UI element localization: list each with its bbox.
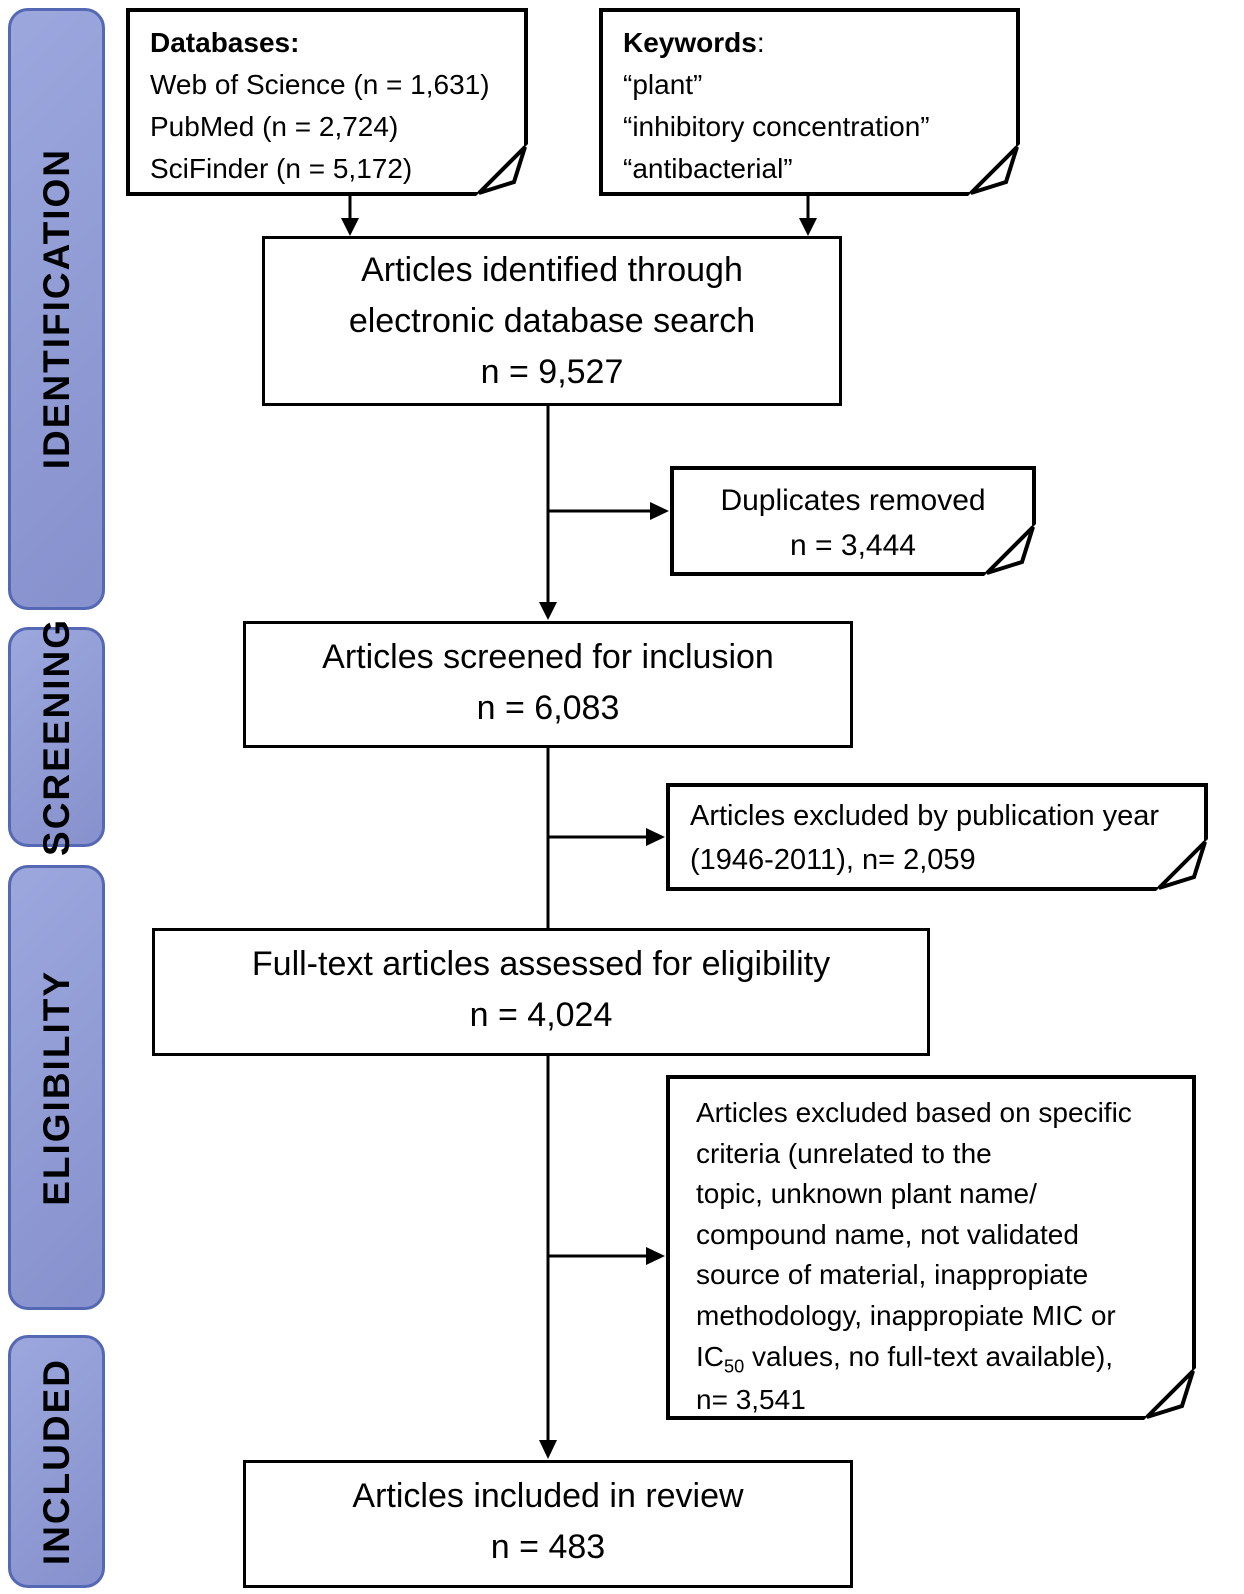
note-databases-line: PubMed (n = 2,724) bbox=[150, 111, 399, 142]
note-duplicates-count: n = 3,444 bbox=[790, 529, 916, 562]
note-criteria-line: Articles excluded based on specific bbox=[696, 1097, 1132, 1128]
flow-box-identified-count: n = 9,527 bbox=[480, 353, 624, 391]
note-keywords-line: “inhibitory concentration” bbox=[623, 111, 930, 142]
arrowhead-right-icon bbox=[646, 828, 665, 846]
note-criteria-line: criteria (unrelated to the bbox=[696, 1137, 992, 1169]
note-criteria-line: topic, unknown plant name/ bbox=[696, 1178, 1037, 1210]
note-keywords: Keywords: “plant” “inhibitory concentrat… bbox=[599, 8, 1020, 196]
note-keywords-title: Keywords: bbox=[623, 27, 765, 58]
note-keywords-line: “antibacterial” bbox=[623, 153, 793, 184]
note-databases: Databases: Web of Science (n = 1,631) Pu… bbox=[126, 8, 528, 196]
flow-box-screened-line: Articles screened for inclusion bbox=[322, 638, 774, 676]
note-publication-year-excluded: Articles excluded by publication year (1… bbox=[666, 783, 1208, 891]
stage-label-eligibility: ELIGIBILITY bbox=[35, 969, 77, 1206]
note-databases-title: Databases: bbox=[150, 27, 300, 58]
stage-panel-eligibility: ELIGIBILITY bbox=[8, 865, 105, 1310]
ic50-subscript: 50 bbox=[724, 1356, 745, 1377]
note-criteria-line: source of material, inappropiate bbox=[696, 1259, 1089, 1291]
note-duplicates-removed: Duplicates removed n = 3,444 bbox=[670, 466, 1036, 576]
stage-panel-identification: IDENTIFICATION bbox=[8, 8, 105, 610]
note-keywords-line: “plant” bbox=[623, 69, 703, 100]
stage-label-identification: IDENTIFICATION bbox=[35, 148, 77, 470]
flow-box-fulltext-count: n = 4,024 bbox=[469, 996, 613, 1034]
note-duplicates-line: Duplicates removed bbox=[720, 484, 986, 517]
arrowhead-down-icon bbox=[539, 602, 557, 620]
flow-box-fulltext: Full-text articles assessed for eligibil… bbox=[152, 928, 930, 1056]
arrowhead-right-icon bbox=[646, 1247, 665, 1265]
arrowhead-down-icon bbox=[799, 218, 817, 236]
flow-box-screened-count: n = 6,083 bbox=[476, 689, 620, 727]
note-criteria-ic50-line: IC50 values, no full-text available), bbox=[696, 1340, 1114, 1377]
flow-box-identified-line: Articles identified through bbox=[361, 251, 743, 289]
note-databases-line: Web of Science (n = 1,631) bbox=[150, 69, 490, 100]
note-criteria-line: methodology, inappropiate MIC or bbox=[696, 1299, 1116, 1331]
stage-panel-included: INCLUDED bbox=[8, 1335, 105, 1588]
note-criteria-line: compound name, not validated bbox=[696, 1218, 1079, 1250]
note-databases-line: SciFinder (n = 5,172) bbox=[150, 153, 413, 184]
stage-label-screening: SCREENING bbox=[35, 618, 77, 856]
note-year-line: Articles excluded by publication year bbox=[690, 800, 1160, 832]
note-criteria-excluded: Articles excluded based on specific crit… bbox=[666, 1075, 1196, 1420]
flow-box-screened: Articles screened for inclusion n = 6,08… bbox=[243, 621, 853, 748]
stage-panel-screening: SCREENING bbox=[8, 618, 105, 856]
flow-box-included-line: Articles included in review bbox=[352, 1477, 744, 1515]
arrowhead-right-icon bbox=[650, 502, 669, 520]
note-year-line: (1946-2011), n= 2,059 bbox=[690, 843, 976, 876]
flow-box-included-count: n = 483 bbox=[490, 1528, 606, 1566]
flow-box-fulltext-line: Full-text articles assessed for eligibil… bbox=[251, 945, 831, 983]
note-criteria-count: n= 3,541 bbox=[696, 1383, 806, 1415]
flow-box-identified-line: electronic database search bbox=[348, 302, 756, 340]
flow-box-identified: Articles identified through electronic d… bbox=[262, 236, 842, 406]
arrowhead-down-icon bbox=[341, 218, 359, 236]
arrowhead-down-icon bbox=[539, 1440, 557, 1459]
stage-label-included: INCLUDED bbox=[35, 1357, 77, 1566]
flow-box-included: Articles included in review n = 483 bbox=[243, 1460, 853, 1588]
